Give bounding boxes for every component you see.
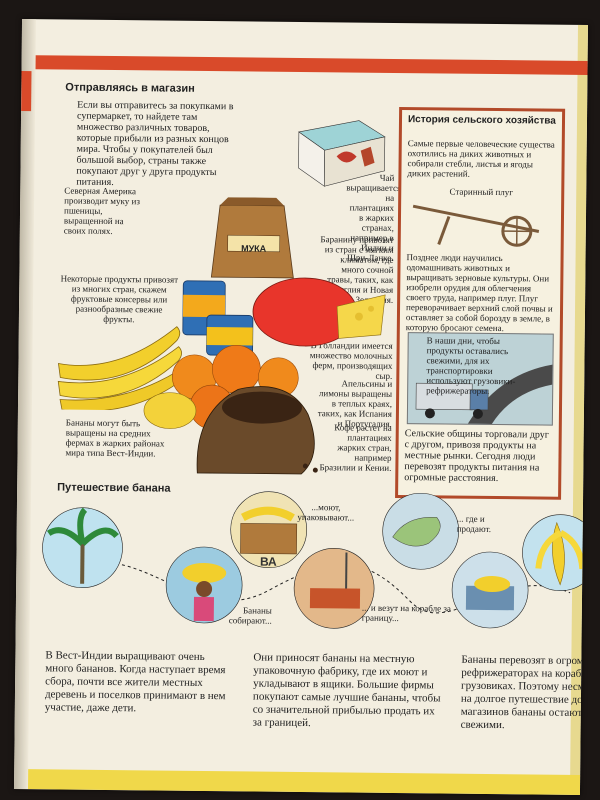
label-collect: Бананы собирают...: [228, 605, 272, 626]
truck-caption: В наши дни, чтобы продукты оставались св…: [426, 335, 516, 396]
label-wash: ...моют, упаковывают...: [297, 502, 355, 523]
truck-illustration: [415, 364, 553, 424]
bottom-column-3: Бананы перевозят в огромных рефрижератор…: [460, 653, 589, 732]
shop-intro: Если вы отправитесь за покупками в супер…: [76, 99, 234, 189]
north-america-note: Северная Америка производит муку из пшен…: [63, 185, 140, 237]
history-text-3: Сельские общины торговали друг с другом,…: [404, 428, 549, 485]
flour-sack-illustration: [210, 197, 294, 279]
label-ship: ... и везут на корабле за границу...: [361, 602, 451, 624]
plough-illustration: [412, 204, 540, 247]
bottom-column-2: Они приносят бананы на местную упаковочн…: [252, 651, 441, 730]
cheese-illustration: [252, 277, 386, 347]
coffee-sack-illustration: [196, 386, 318, 475]
crate-label-layer: ВА: [260, 555, 277, 569]
history-box: История сельского хозяйства Самые первые…: [395, 107, 566, 500]
history-title: История сельского хозяйства: [407, 114, 556, 127]
flour-label: МУКА: [241, 243, 267, 254]
left-stripe: [21, 71, 32, 112]
book-page: Отправляясь в магазин Если вы отправитес…: [13, 19, 589, 795]
crate-text: ВА: [260, 555, 277, 569]
bottom-strip: [27, 769, 581, 795]
tin-cans-illustration: [182, 280, 254, 356]
page-spine: [13, 19, 37, 790]
shop-title: Отправляясь в магазин: [65, 81, 195, 95]
citrus-illustration: [143, 345, 299, 430]
bananas-illustration: [57, 326, 182, 411]
label-sold: ... где и продают.: [456, 513, 492, 534]
top-stripe: [35, 55, 588, 75]
history-text-2: Позднее люди научились одомашнивать живо…: [405, 252, 553, 334]
coffee-note: Кофе растет на плантациях жарких стран, …: [319, 422, 392, 473]
bottom-column-1: В Вест-Индии выращивают очень много бана…: [44, 649, 226, 715]
imports-note: Некоторые продукты привозят из многих ст…: [60, 273, 179, 325]
truck-picture: В наши дни, чтобы продукты оставались св…: [406, 332, 554, 426]
history-text-1: Самые первые человеческие существа охоти…: [407, 138, 555, 179]
journey-illustration: [42, 491, 584, 629]
tea-box-illustration: [298, 120, 386, 187]
